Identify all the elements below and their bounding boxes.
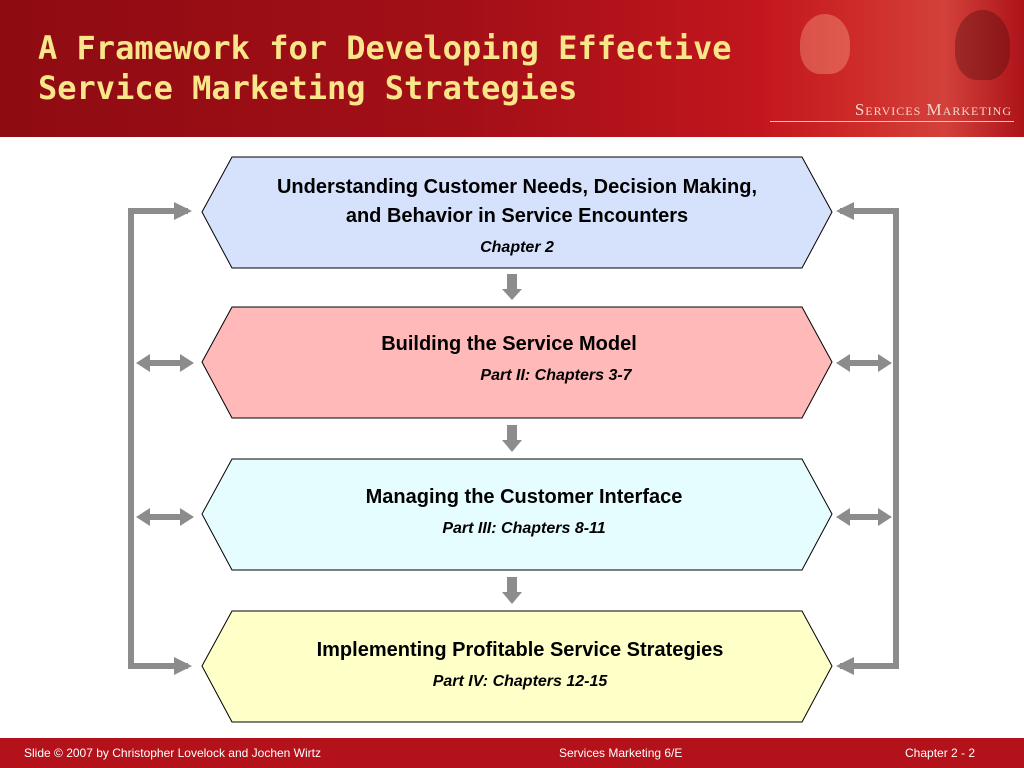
left-feedback-loop [128, 208, 188, 669]
down-arrow-3 [502, 577, 522, 604]
footer-course: Services Marketing 6/E [559, 746, 683, 760]
box-profitable-strategies-subtitle: Part IV: Chapters 12-15 [432, 673, 608, 690]
box-profitable-strategies [201, 610, 833, 723]
brand-label: Services Marketing [854, 100, 1012, 119]
down-arrow-1 [502, 274, 522, 300]
slide-header: A Framework for Developing Effective Ser… [0, 0, 1024, 137]
box-understanding-needs-title: Understanding Customer Needs, Decision M… [206, 173, 828, 231]
box-profitable-strategies-title: Implementing Profitable Service Strategi… [316, 639, 724, 661]
box-customer-interface-title: Managing the Customer Interface [365, 486, 683, 508]
brand-underline [770, 121, 1014, 122]
right-double-arrow-3 [836, 508, 892, 526]
slide-title-line1: A Framework for Developing Effective [38, 29, 732, 67]
right-feedback-loop [840, 208, 899, 669]
box-understanding-needs-text: Understanding Customer Needs, Decision M… [206, 173, 828, 257]
left-arrowhead-bottom [174, 657, 192, 675]
left-arrowhead-top [174, 202, 192, 220]
box-understanding-needs-subtitle: Chapter 2 [480, 239, 554, 256]
down-arrow-2 [502, 425, 522, 452]
box-service-model-title: Building the Service Model [381, 333, 637, 355]
right-arrowhead-bottom [836, 657, 854, 675]
box-customer-interface [201, 458, 833, 571]
box-service-model-subtitle: Part II: Chapters 3-7 [480, 367, 632, 384]
footer-slide-number: Chapter 2 - 2 [905, 746, 976, 760]
box-customer-interface-text: Managing the Customer Interface Part III… [206, 483, 842, 538]
right-arrowhead-top [836, 202, 854, 220]
box-understanding-needs-title-line1: Understanding Customer Needs, Decision M… [276, 176, 758, 198]
box-service-model [201, 306, 833, 419]
header-photo-person-left [800, 14, 850, 74]
box-profitable-strategies-text: Implementing Profitable Service Strategi… [206, 636, 834, 691]
right-double-arrow-2 [836, 354, 892, 372]
left-double-arrow-3 [136, 508, 194, 526]
header-photo [760, 0, 1024, 137]
box-understanding-needs-title-line2: and Behavior in Service Encounters [345, 205, 689, 227]
box-customer-interface-subtitle: Part III: Chapters 8-11 [442, 520, 606, 537]
slide-title-line2: Service Marketing Strategies [38, 69, 578, 107]
box-service-model-text: Building the Service Model Part II: Chap… [206, 330, 812, 385]
left-double-arrow-2 [136, 354, 194, 372]
box-understanding-needs [201, 156, 833, 269]
framework-diagram [128, 156, 899, 723]
footer-copyright: Slide © 2007 by Christopher Lovelock and… [24, 746, 321, 760]
header-photo-person-right [955, 10, 1010, 80]
slide-footer: Slide © 2007 by Christopher Lovelock and… [0, 738, 1024, 768]
slide-title: A Framework for Developing Effective Ser… [38, 28, 758, 108]
